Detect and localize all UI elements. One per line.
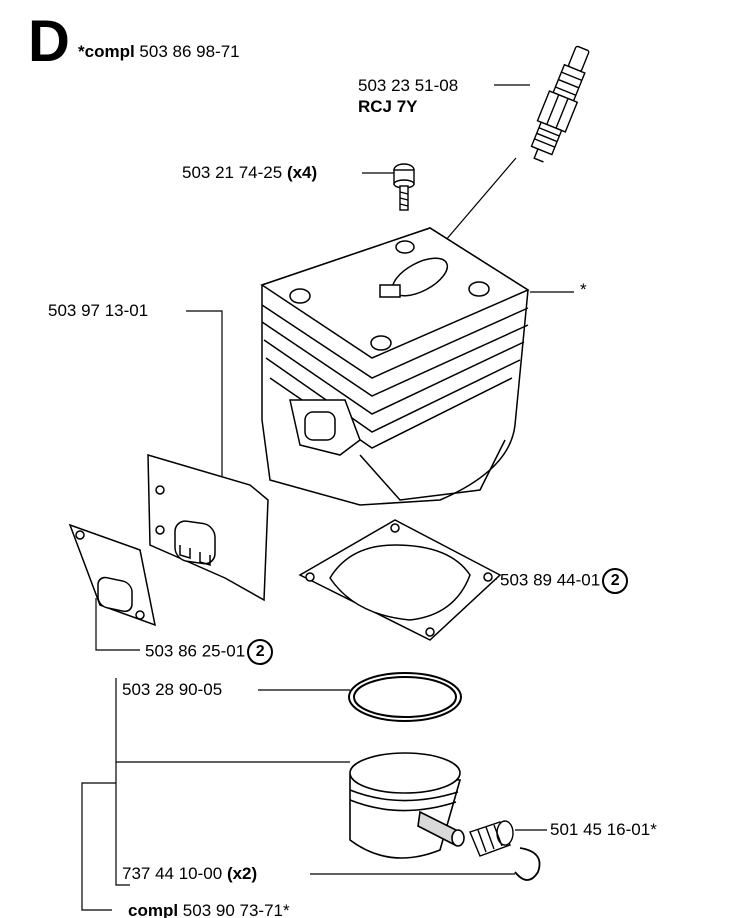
insulator-plate-drawing [147, 453, 269, 602]
compl-prefix: *compl [78, 42, 135, 61]
piston-kit-label: compl 503 90 73-71* [128, 901, 290, 918]
piston-ring-drawing [348, 672, 462, 722]
piston-drawing [349, 752, 465, 859]
muffler-gasket-part-number: 503 86 25-01 [145, 641, 246, 661]
muffler-gasket-drawing [68, 523, 156, 627]
spark-plug-type: RCJ 7Y [358, 97, 418, 116]
piston-ring-part-number: 503 28 90-05 [122, 680, 223, 699]
compl-number: 503 86 98-71 [139, 42, 240, 61]
compl-header-label: *compl 503 86 98-71 [78, 42, 240, 62]
leader-muffler-gasket [95, 598, 140, 651]
leader-compl-kit [81, 782, 116, 911]
muffler-gasket-qty-circle: 2 [247, 639, 274, 665]
cylinder-mark: * [580, 280, 587, 299]
screw-label: 503 21 74-25 (x4) [182, 163, 317, 183]
leader-plate [186, 310, 223, 480]
piston-kit-number: 503 90 73-71* [182, 901, 290, 918]
base-gasket-part-number: 503 89 44-01 [500, 570, 601, 590]
cylinder-drawing [260, 227, 530, 506]
base-gasket-drawing [298, 519, 502, 641]
base-gasket-qty-circle: 2 [602, 568, 629, 594]
circlip-qty: (x2) [226, 864, 258, 883]
circlip-drawing [514, 847, 541, 881]
plate-part-number: 503 97 13-01 [48, 301, 149, 320]
screw-qty: (x4) [286, 163, 318, 182]
section-letter: D [28, 9, 70, 74]
screw-drawing [393, 163, 415, 211]
needle-bearing-part-number: 501 45 16-01* [550, 820, 657, 839]
spark-plug-drawing [530, 45, 590, 163]
leader-piston-kit-bracket [115, 678, 130, 886]
circlip-part-number: 737 44 10-00 [122, 864, 223, 883]
screw-part-number: 503 21 74-25 [182, 163, 283, 182]
circlip-label: 737 44 10-00 (x2) [122, 864, 257, 884]
piston-kit-prefix: compl [128, 901, 179, 918]
spark-plug-part-number: 503 23 51-08 [358, 76, 459, 95]
needle-bearing-drawing [469, 820, 514, 857]
